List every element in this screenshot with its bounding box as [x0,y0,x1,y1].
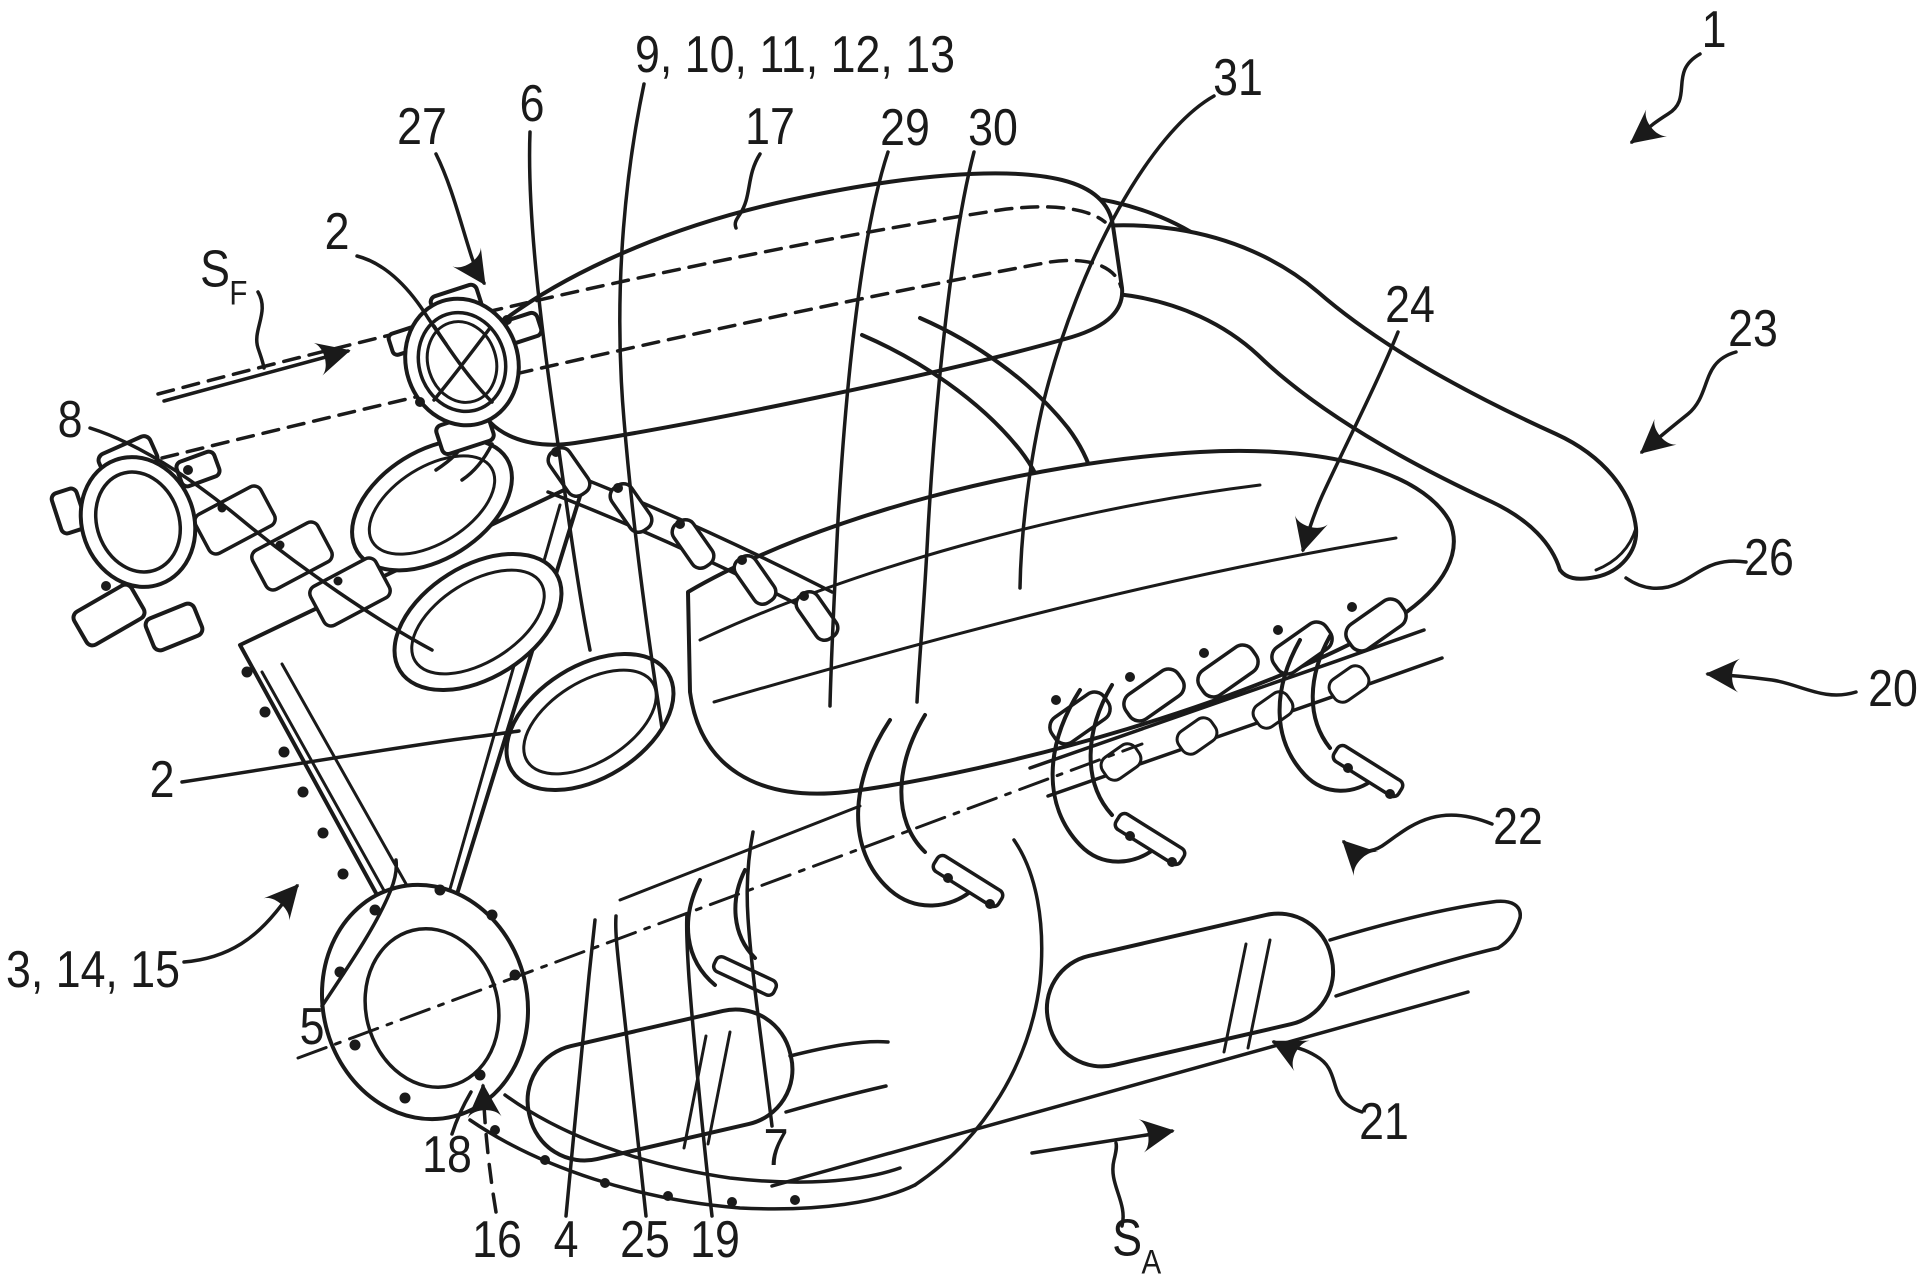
leader-6 [527,130,592,652]
leader-31 [1018,94,1216,590]
leader-17 [733,152,762,230]
leader-26 [1624,559,1748,591]
leader-7 [745,830,774,1128]
cat-front [525,1007,890,1163]
injector-unit [1048,597,1408,746]
underbody-line [770,990,1470,1188]
leader-16 [467,1083,502,1214]
leader-24 [1294,330,1400,553]
leader-5 [320,858,399,1008]
leader-20 [1705,658,1858,697]
leader-27 [434,152,486,286]
right-bank-cover [686,448,1456,796]
right-bank-injectors [1028,597,1444,798]
leader-3-14-15 [182,883,299,964]
left-bank-coils [193,484,392,628]
crank-flange [319,882,531,1122]
leader-2-lower [180,729,521,784]
header-flanges [711,743,1405,997]
leader-sa-squiggle [1111,1141,1125,1228]
leader-1 [1629,52,1702,144]
exhaust-headers [686,634,1405,997]
throttle-body-left [49,434,222,653]
leader-25 [614,914,648,1218]
leader-8 [88,426,434,652]
leader-30 [915,150,976,704]
leader-19 [684,912,714,1218]
leader-9-13 [618,82,664,730]
leader-18 [450,1090,473,1136]
pan-bolts [490,1125,800,1207]
leader-21 [1271,1040,1364,1114]
leader-4 [564,918,597,1218]
flange-bolts [334,884,521,1104]
leader-sa-arrow [1030,1119,1175,1155]
injector-bolts [1051,602,1357,705]
cat-rear [1044,899,1522,1069]
oil-pan [468,804,1044,1211]
leader-22 [1342,813,1494,877]
leader-sf-squiggle [255,290,266,370]
intake-plenum [156,171,1125,460]
intake-runner-ovals [350,430,676,793]
leader-29 [828,150,890,708]
leader-23 [1639,350,1738,454]
catalytic-converters [525,899,1522,1163]
runner-stubs [1099,664,1371,782]
leader-sf-arrow [162,342,351,403]
crank-axis-line [296,742,1144,1060]
leader-2-upper [355,254,448,346]
leader-lines [88,52,1858,1228]
